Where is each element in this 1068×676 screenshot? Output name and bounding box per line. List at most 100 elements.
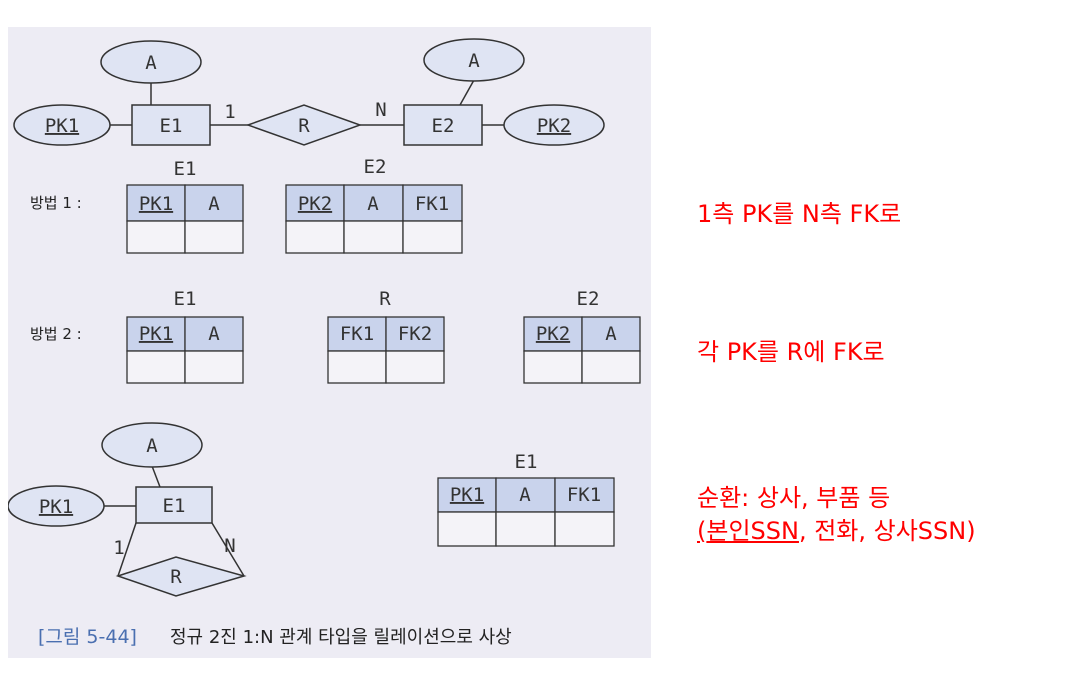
entity-e1-label: E1 [160,115,183,137]
column-a: A [208,323,220,345]
table-cell [126,184,186,222]
method-2-r-title: R [379,288,391,310]
figure-caption: [그림 5-44] 정규 2진 1:N 관계 타입을 릴레이션으로 사상 [38,626,512,648]
entity-e1-recursive-label: E1 [163,495,186,517]
table-cell [126,220,186,254]
column-fk2: FK2 [398,323,432,345]
note-key-field: 본인SSN [706,517,799,545]
note-method-2: 각 PK를 R에 FK로 [697,338,885,366]
method-2: 방법 2 : E1 PK1 A R F [30,288,641,384]
table-cell [402,220,463,254]
cardinality-n-recursive: N [224,535,235,557]
table-cell [126,350,186,384]
attr-pk2-label: PK2 [537,115,571,137]
column-a: A [519,484,531,506]
column-pk2: PK2 [536,323,570,345]
attr-pk1-recursive-label: PK1 [39,496,73,518]
table-cell [184,350,244,384]
relationship-r-recursive [115,556,247,597]
entity-e1 [131,104,211,146]
method-1-e1-table: PK1 A [126,184,244,254]
column-fk1: FK1 [567,484,601,506]
recursive-e1-title: E1 [515,451,538,473]
link-e1-attr [151,465,161,488]
attr-pk1 [13,104,111,146]
recursive-e1-table-group: E1 PK1 A FK1 [437,451,615,547]
entity-e1-recursive [135,486,213,524]
column-a: A [605,323,617,345]
table-cell [554,477,615,513]
table-cell [285,220,345,254]
table-cell [285,184,345,222]
table-cell [327,350,387,384]
table-cell [184,316,244,352]
table-cell [523,350,583,384]
table-cell [581,350,641,384]
column-pk1: PK1 [139,323,173,345]
table-cell [343,220,404,254]
recursive-er-diagram: A PK1 E1 1 N R [8,422,247,597]
link-e1-rel-right [211,522,245,577]
note-other-fields: , 전화, 상사SSN) [798,517,976,545]
table-cell [554,511,615,547]
method-1-e2-title: E2 [364,156,387,178]
table-cell [581,316,641,352]
table-cell [184,220,244,254]
table-cell [385,350,445,384]
method-2-e1-title: E1 [174,288,197,310]
method-2-label: 방법 2 : [30,325,82,343]
column-pk1: PK1 [139,193,173,215]
column-pk1: PK1 [450,484,484,506]
scanned-figure: A PK1 E1 1 N R E2 A [8,27,651,658]
column-a: A [367,193,379,215]
note-recursive-line-1: 순환: 상사, 부품 등 [697,484,891,512]
column-fk1: FK1 [340,323,374,345]
column-fk1: FK1 [415,193,449,215]
attr-a-e2 [423,38,525,82]
top-er-diagram: A PK1 E1 1 N R E2 A [13,38,605,146]
attr-a-e1-label: A [145,52,157,74]
link-e2-attr [459,79,475,106]
column-a: A [208,193,220,215]
method-2-r-table: FK1 FK2 [327,316,445,384]
attr-a-e1 [100,40,202,84]
table-cell [495,511,556,547]
method-1-e1-title: E1 [174,158,197,180]
caption-number: [그림 5-44] [38,626,137,648]
note-method-1: 1측 PK를 N측 FK로 [697,200,902,228]
table-cell [437,511,497,547]
table-cell [495,477,556,513]
attr-pk1-recursive [8,485,105,527]
table-cell [327,316,387,352]
method-1-label: 방법 1 : [30,194,82,212]
method-1-e2-table: PK2 A FK1 [285,184,463,254]
recursive-e1-table: PK1 A FK1 [437,477,615,547]
note-recursive-line-2: (본인SSN, 전화, 상사SSN) [697,515,976,547]
table-cell [437,477,497,513]
method-2-e2-table: PK2 A [523,316,641,384]
attr-a-recursive-label: A [146,435,158,457]
entity-e2 [403,104,483,146]
er-mapping-diagram: A PK1 E1 1 N R E2 A [8,38,641,648]
column-pk2: PK2 [298,193,332,215]
method-2-e2-title: E2 [577,288,600,310]
cardinality-one: 1 [224,101,235,123]
table-cell [184,184,244,222]
table-cell [402,184,463,222]
table-cell [523,316,583,352]
relationship-r [245,104,363,146]
attr-pk1-label: PK1 [45,115,79,137]
method-1: 방법 1 : E1 PK1 A E2 [30,156,463,254]
cardinality-one-recursive: 1 [113,537,124,559]
link-e1-rel-left [117,522,137,577]
attr-a-e2-label: A [468,50,480,72]
attr-a-recursive [101,422,203,468]
entity-e2-label: E2 [432,115,455,137]
caption-text: 정규 2진 1:N 관계 타입을 릴레이션으로 사상 [170,627,512,648]
method-2-e1-table: PK1 A [126,316,244,384]
cardinality-n: N [375,99,386,121]
table-cell [385,316,445,352]
relationship-r-label: R [298,115,310,137]
relationship-r-recursive-label: R [170,566,182,588]
